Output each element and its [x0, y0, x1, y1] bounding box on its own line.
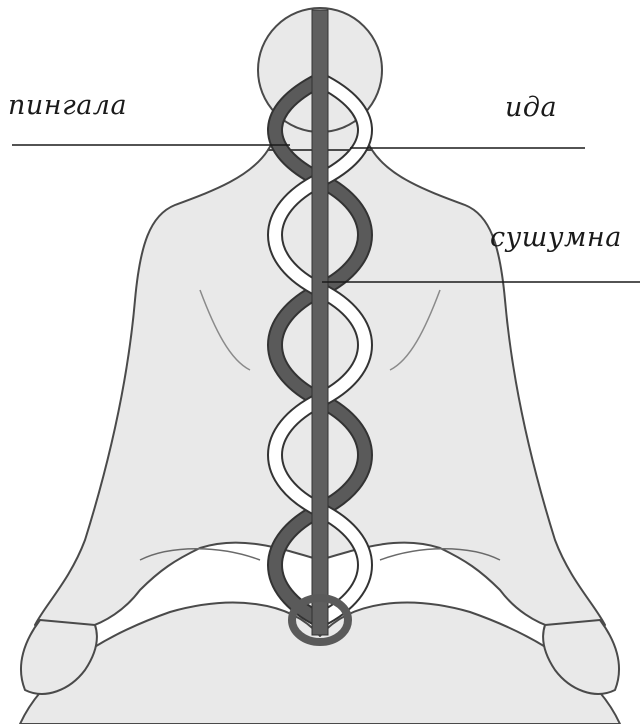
- sushumna-label: сушумна: [490, 222, 622, 253]
- pingala-label: пингала: [8, 90, 127, 121]
- ida-label: ида: [505, 92, 557, 123]
- sushumna-channel: [312, 10, 328, 635]
